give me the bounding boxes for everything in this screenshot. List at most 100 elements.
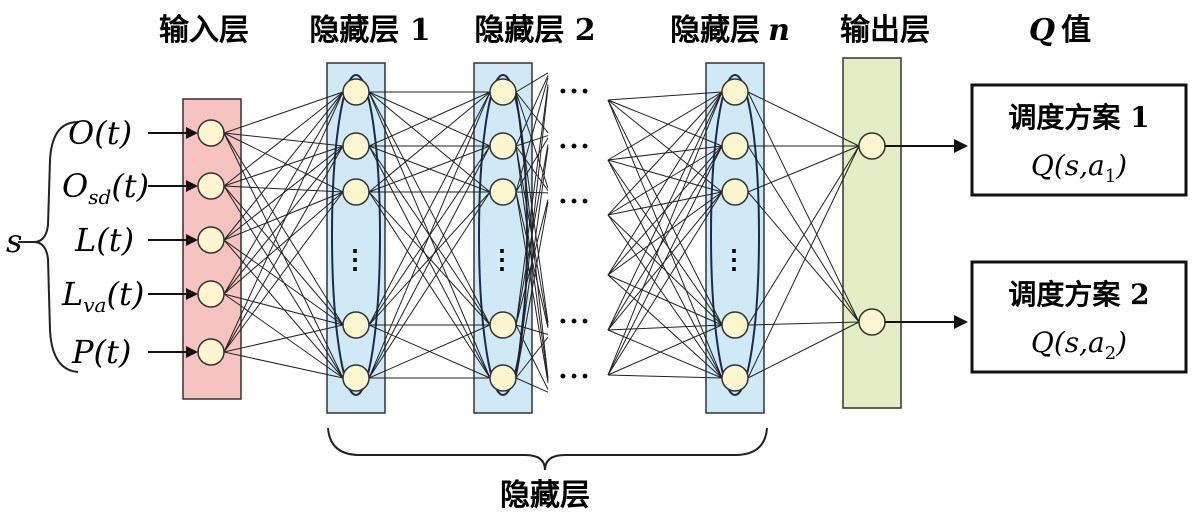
edge-hiddenn-fanin bbox=[607, 274, 723, 379]
hidden1-node bbox=[342, 178, 370, 206]
edge-hiddenn-output bbox=[747, 145, 860, 323]
edge-hidden2-fanout bbox=[515, 202, 549, 379]
header-hidden-layer-1: 隐藏层 1 bbox=[309, 13, 430, 48]
state-symbol: s bbox=[6, 222, 22, 260]
input-label-arg: (t) bbox=[96, 221, 134, 259]
schedule-q-value: Q(s,a1) bbox=[1031, 149, 1127, 187]
hidden-group-brace bbox=[327, 427, 768, 471]
edge-hiddenn-output bbox=[747, 321, 860, 326]
input-arrow-head bbox=[186, 234, 198, 246]
edge-hiddenn-fanin bbox=[607, 324, 723, 376]
schedule-q-close: ) bbox=[1115, 149, 1127, 182]
header-q-suffix: 值 bbox=[1061, 13, 1091, 48]
input-label-symbol: L bbox=[74, 221, 96, 259]
input-arrow-head bbox=[186, 180, 198, 192]
edge-hidden1-hidden2 bbox=[368, 91, 491, 326]
edge-hiddenn-fanin bbox=[607, 145, 723, 376]
input-node bbox=[197, 119, 225, 147]
edge-hiddenn-fanin bbox=[607, 91, 723, 276]
hidden-layer-1-box bbox=[326, 62, 386, 414]
edge-input-hidden1 bbox=[223, 191, 344, 353]
header-q-var: Q bbox=[1029, 13, 1055, 48]
edge-hiddenn-fanin bbox=[607, 91, 723, 161]
edge-hiddenn-fanin bbox=[607, 145, 723, 216]
edge-input-hidden1 bbox=[223, 91, 344, 241]
hidden2-node bbox=[489, 178, 517, 206]
edge-hidden1-hidden2 bbox=[368, 191, 491, 379]
input-node bbox=[197, 280, 225, 308]
hidden-n-outline bbox=[710, 74, 760, 396]
edge-input-hidden1 bbox=[223, 239, 344, 326]
schedule-q-value: Q(s,a2) bbox=[1031, 326, 1127, 364]
horizontal-ellipsis: ··· bbox=[558, 187, 591, 217]
header-output-layer: 输出层 bbox=[840, 13, 930, 48]
input-label: O(t) bbox=[68, 114, 132, 152]
input-label-subscript: va bbox=[83, 293, 106, 317]
output-layer-box bbox=[842, 57, 902, 409]
edge-hiddenn-fanin bbox=[607, 324, 723, 331]
edge-hidden1-hidden2 bbox=[368, 91, 491, 379]
hidden2-node bbox=[489, 78, 517, 106]
edge-hidden2-fanout bbox=[515, 147, 549, 379]
edge-hiddenn-fanin bbox=[607, 329, 723, 379]
input-node bbox=[197, 338, 225, 366]
edge-hiddenn-fanin bbox=[607, 145, 723, 331]
edge-hiddenn-fanin bbox=[607, 374, 723, 379]
output-node bbox=[858, 132, 886, 160]
edge-input-hidden1 bbox=[223, 191, 344, 241]
input-label-arg: (t) bbox=[94, 333, 132, 371]
hidden2-node bbox=[489, 132, 517, 160]
edge-hidden2-fanout bbox=[515, 84, 549, 326]
edge-hidden1-hidden2 bbox=[368, 191, 491, 326]
edge-hiddenn-fanin bbox=[607, 274, 723, 326]
output-node bbox=[858, 308, 886, 336]
hidden1-node bbox=[342, 132, 370, 160]
edge-hidden1-hidden2 bbox=[368, 324, 491, 379]
input-label: L(t) bbox=[74, 221, 134, 259]
edge-hiddenn-fanin bbox=[607, 214, 723, 326]
edge-hiddenn-output bbox=[747, 91, 860, 323]
edge-hiddenn-fanin bbox=[607, 99, 723, 326]
edge-hiddenn-output bbox=[747, 91, 860, 147]
edge-input-hidden1 bbox=[223, 91, 344, 295]
edge-hidden2-fanout bbox=[515, 377, 549, 393]
input-arrow-head bbox=[186, 288, 198, 300]
input-label: Lva(t) bbox=[61, 275, 144, 317]
edge-hiddenn-output bbox=[747, 145, 860, 193]
input-arrow-head bbox=[186, 346, 198, 358]
input-label-symbol: O bbox=[68, 114, 94, 152]
edge-hiddenn-fanin bbox=[607, 191, 723, 216]
hidden-layer-2-box bbox=[473, 62, 533, 414]
connection-lines bbox=[223, 72, 860, 393]
outputs: 调度方案 1Q(s,a1)调度方案 2Q(s,a2) bbox=[885, 83, 1188, 374]
input-node bbox=[197, 226, 225, 254]
edge-hiddenn-fanin bbox=[607, 99, 723, 379]
input-arrow-head bbox=[186, 127, 198, 139]
edge-hidden2-fanout bbox=[515, 191, 549, 194]
edge-hiddenn-fanin bbox=[607, 91, 723, 331]
input-label-symbol: O bbox=[62, 167, 88, 205]
schedule-q-subscript: 2 bbox=[1105, 343, 1116, 364]
edge-hidden2-fanout bbox=[515, 77, 549, 193]
edge-input-hidden1 bbox=[223, 185, 344, 193]
input-label: P(t) bbox=[71, 333, 131, 371]
edge-hiddenn-output bbox=[747, 145, 860, 326]
input-label-symbol: P bbox=[71, 333, 94, 371]
input-labels: O(t)Osd(t)L(t)Lva(t)P(t) bbox=[61, 114, 198, 371]
edge-hiddenn-fanin bbox=[607, 99, 723, 147]
edge-input-hidden1 bbox=[223, 132, 344, 326]
hiddenn-node bbox=[721, 178, 749, 206]
hidden1-node bbox=[342, 78, 370, 106]
horizontal-ellipsis: ··· bbox=[558, 307, 591, 337]
edge-hiddenn-output bbox=[747, 191, 860, 323]
input-label: Osd(t) bbox=[62, 167, 149, 209]
schedule-q-subscript: 1 bbox=[1105, 166, 1116, 187]
hidden2-node bbox=[489, 364, 517, 392]
schedule-title: 调度方案 1 bbox=[1008, 101, 1149, 134]
edge-hidden2-fanout bbox=[515, 336, 549, 379]
edge-hiddenn-fanin bbox=[607, 91, 723, 101]
hidden-2-outline bbox=[478, 74, 528, 396]
edge-hiddenn-fanin bbox=[607, 191, 723, 376]
edge-input-hidden1 bbox=[223, 293, 344, 326]
